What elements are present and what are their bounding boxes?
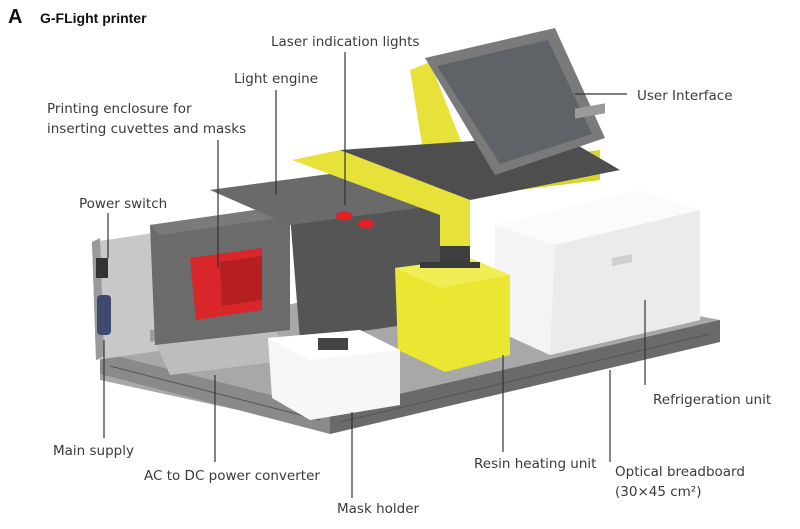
- label-power-switch: Power switch: [79, 196, 168, 212]
- label-user-interface: User Interface: [637, 88, 733, 104]
- printing-enclosure: [150, 205, 300, 345]
- label-main-supply: Main supply: [53, 443, 134, 459]
- resin-heating-unit: [395, 246, 510, 372]
- label-printing-enclosure-1: Printing enclosure for: [47, 101, 192, 117]
- label-printing-enclosure-2: inserting cuvettes and masks: [47, 121, 247, 137]
- leader-lines: [103, 52, 646, 498]
- label-resin-heating-unit: Resin heating unit: [474, 456, 597, 472]
- label-refrigeration-unit: Refrigeration unit: [653, 392, 772, 408]
- power-supply-box: [92, 232, 165, 360]
- label-laser-indication-lights: Laser indication lights: [271, 34, 420, 50]
- label-ac-dc-converter: AC to DC power converter: [144, 468, 320, 484]
- mask-holder: [268, 330, 400, 420]
- label-light-engine: Light engine: [234, 71, 319, 87]
- label-mask-holder: Mask holder: [337, 501, 420, 517]
- label-optical-breadboard-1: Optical breadboard: [615, 464, 745, 480]
- refrigeration-unit: [495, 103, 700, 355]
- label-optical-breadboard-2: (30×45 cm²): [615, 484, 702, 500]
- panel-letter: A: [8, 6, 23, 28]
- user-interface-screen: [425, 28, 605, 175]
- figure-title: G-FLight printer: [40, 10, 147, 26]
